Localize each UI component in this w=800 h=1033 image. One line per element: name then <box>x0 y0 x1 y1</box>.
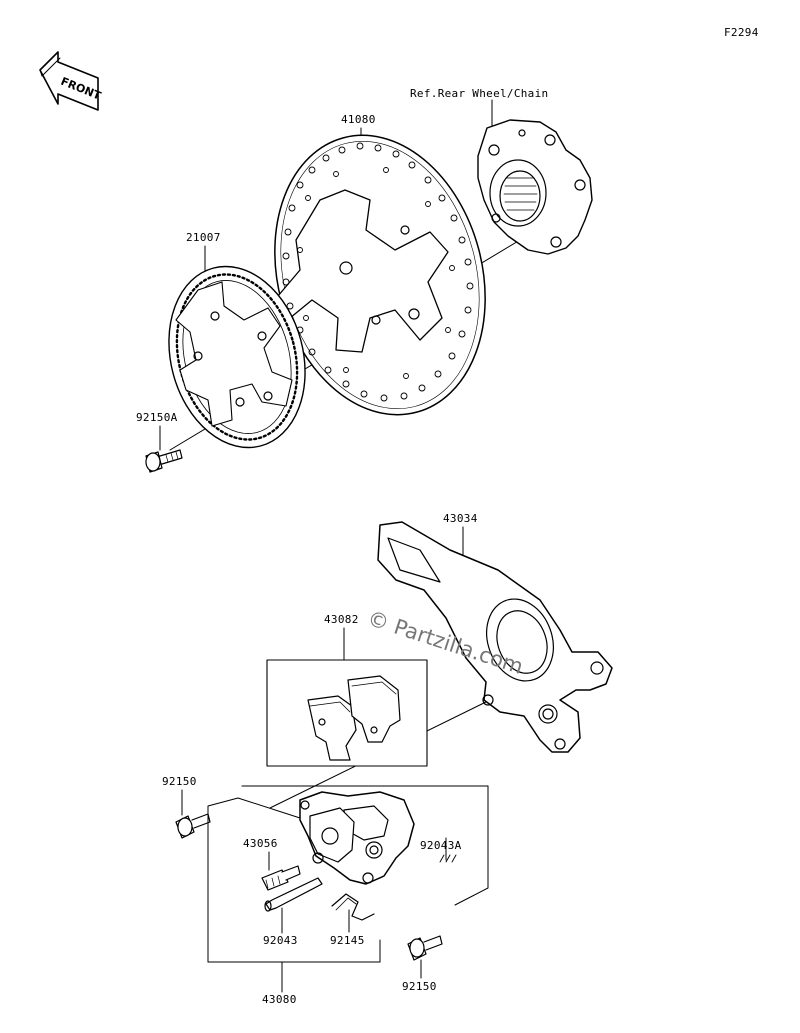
label-43056: 43056 <box>243 837 278 850</box>
sensor-rotor <box>168 265 306 449</box>
caliper-bracket <box>377 521 613 753</box>
bolt-92150-bottom <box>407 935 443 961</box>
brake-disc <box>274 134 486 416</box>
label-92150-bottom: 92150 <box>402 980 437 993</box>
label-92145: 92145 <box>330 934 365 947</box>
pad-pin <box>264 877 323 912</box>
spring-clip <box>331 893 375 921</box>
label-43080: 43080 <box>262 993 297 1006</box>
label-92043a: 92043A <box>420 839 462 852</box>
brake-caliper <box>299 791 457 885</box>
label-21007: 21007 <box>186 231 221 244</box>
label-41080: 41080 <box>341 113 376 126</box>
hub-assembly <box>477 119 593 255</box>
label-92150-top: 92150 <box>162 775 197 788</box>
reference-note: Ref.Rear Wheel/Chain <box>410 87 549 100</box>
label-43082: 43082 <box>324 613 359 626</box>
front-arrow-icon: FRONT <box>39 51 103 111</box>
label-43034: 43034 <box>443 512 478 525</box>
label-92150a: 92150A <box>136 411 178 424</box>
figure-id: F2294 <box>724 26 759 39</box>
bolt-92150-top <box>175 813 211 839</box>
bolt-92150a <box>145 449 183 473</box>
label-92043: 92043 <box>263 934 298 947</box>
pad-box <box>266 659 428 767</box>
bleeder-valve <box>261 865 301 891</box>
disc-holes <box>282 142 474 402</box>
